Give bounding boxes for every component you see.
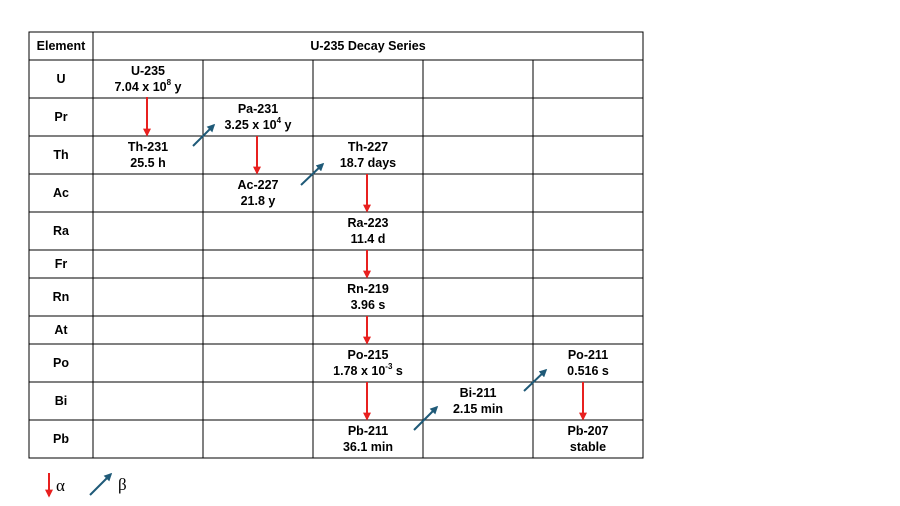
nuclide-name: Pb-207 <box>567 424 609 438</box>
row-label-ac: Ac <box>53 186 69 200</box>
alpha-legend-label: α <box>56 476 65 495</box>
beta-arrow-pb211-bi211 <box>413 405 439 431</box>
nuclide-half-life: 0.516 s <box>567 364 609 378</box>
row-label-pb: Pb <box>53 432 69 446</box>
nuclide-half-life: 36.1 min <box>342 440 394 454</box>
table-border <box>28 31 644 459</box>
nuclide-name: Po-211 <box>567 348 609 362</box>
nuclide-name: Po-215 <box>347 348 389 362</box>
beta-arrow-bi211-po211 <box>523 368 548 392</box>
nuclide-name: Bi-211 <box>459 386 497 400</box>
nuclide-half-life: 11.4 d <box>350 232 386 246</box>
nuclide-half-life: 3.25 x 104 y <box>224 115 292 132</box>
nuclide-u235: U-235 7.04 x 108 y <box>93 63 203 95</box>
nuclide-half-life: 2.15 min <box>452 402 504 416</box>
row-label-pr: Pr <box>54 110 68 124</box>
element-column-header: Element <box>36 39 86 53</box>
row-label-rn: Rn <box>52 290 70 304</box>
row-label-bi: Bi <box>54 394 68 408</box>
nuclide-name: Pb-211 <box>347 424 389 438</box>
nuclide-po215: Po-215 1.78 x 10-3 s <box>313 347 423 379</box>
nuclide-half-life: 1.78 x 10-3 s <box>333 361 403 378</box>
nuclide-name: Rn-219 <box>347 282 389 296</box>
nuclide-pa231: Pa-231 3.25 x 104 y <box>203 101 313 133</box>
nuclide-name: U-235 <box>130 64 166 78</box>
beta-legend-label: β <box>118 475 127 494</box>
alpha-arrows <box>45 97 587 498</box>
row-label-fr: Fr <box>54 257 68 271</box>
nuclide-name: Ac-227 <box>237 178 279 192</box>
nuclide-pb207: Pb-207 stable <box>533 423 643 455</box>
nuclide-half-life: 21.8 y <box>240 194 276 208</box>
nuclide-pb211: Pb-211 36.1 min <box>313 423 423 455</box>
beta-arrow-th231-pa231 <box>192 123 216 147</box>
nuclide-half-life: 3.96 s <box>350 298 386 312</box>
nuclide-name: Ra-223 <box>347 216 389 230</box>
nuclide-po211: Po-211 0.516 s <box>533 347 643 379</box>
nuclide-half-life: stable <box>569 440 607 454</box>
nuclide-rn219: Rn-219 3.96 s <box>313 281 423 313</box>
nuclide-th231: Th-231 25.5 h <box>93 139 203 171</box>
nuclide-name: Pa-231 <box>237 102 279 116</box>
nuclide-half-life: 18.7 days <box>339 156 397 170</box>
nuclide-ac227: Ac-227 21.8 y <box>203 177 313 209</box>
row-label-ra: Ra <box>53 224 69 238</box>
beta-arrows <box>89 123 548 496</box>
nuclide-name: Th-227 <box>347 140 389 154</box>
beta-arrow-ac227-th227 <box>300 162 325 186</box>
row-label-th: Th <box>53 148 69 162</box>
row-label-po: Po <box>53 356 69 370</box>
nuclide-half-life: 7.04 x 108 y <box>114 77 182 94</box>
nuclide-th227: Th-227 18.7 days <box>313 139 423 171</box>
row-label-u: U <box>56 72 66 86</box>
nuclide-ra223: Ra-223 11.4 d <box>313 215 423 247</box>
nuclide-bi211: Bi-211 2.15 min <box>423 385 533 417</box>
row-label-at: At <box>54 323 68 337</box>
nuclide-half-life: 25.5 h <box>130 156 166 170</box>
nuclide-name: Th-231 <box>127 140 169 154</box>
table-title: U-235 Decay Series <box>310 39 426 53</box>
column-lines <box>92 32 534 458</box>
beta-legend-arrow <box>89 472 113 496</box>
row-lines <box>29 59 643 421</box>
